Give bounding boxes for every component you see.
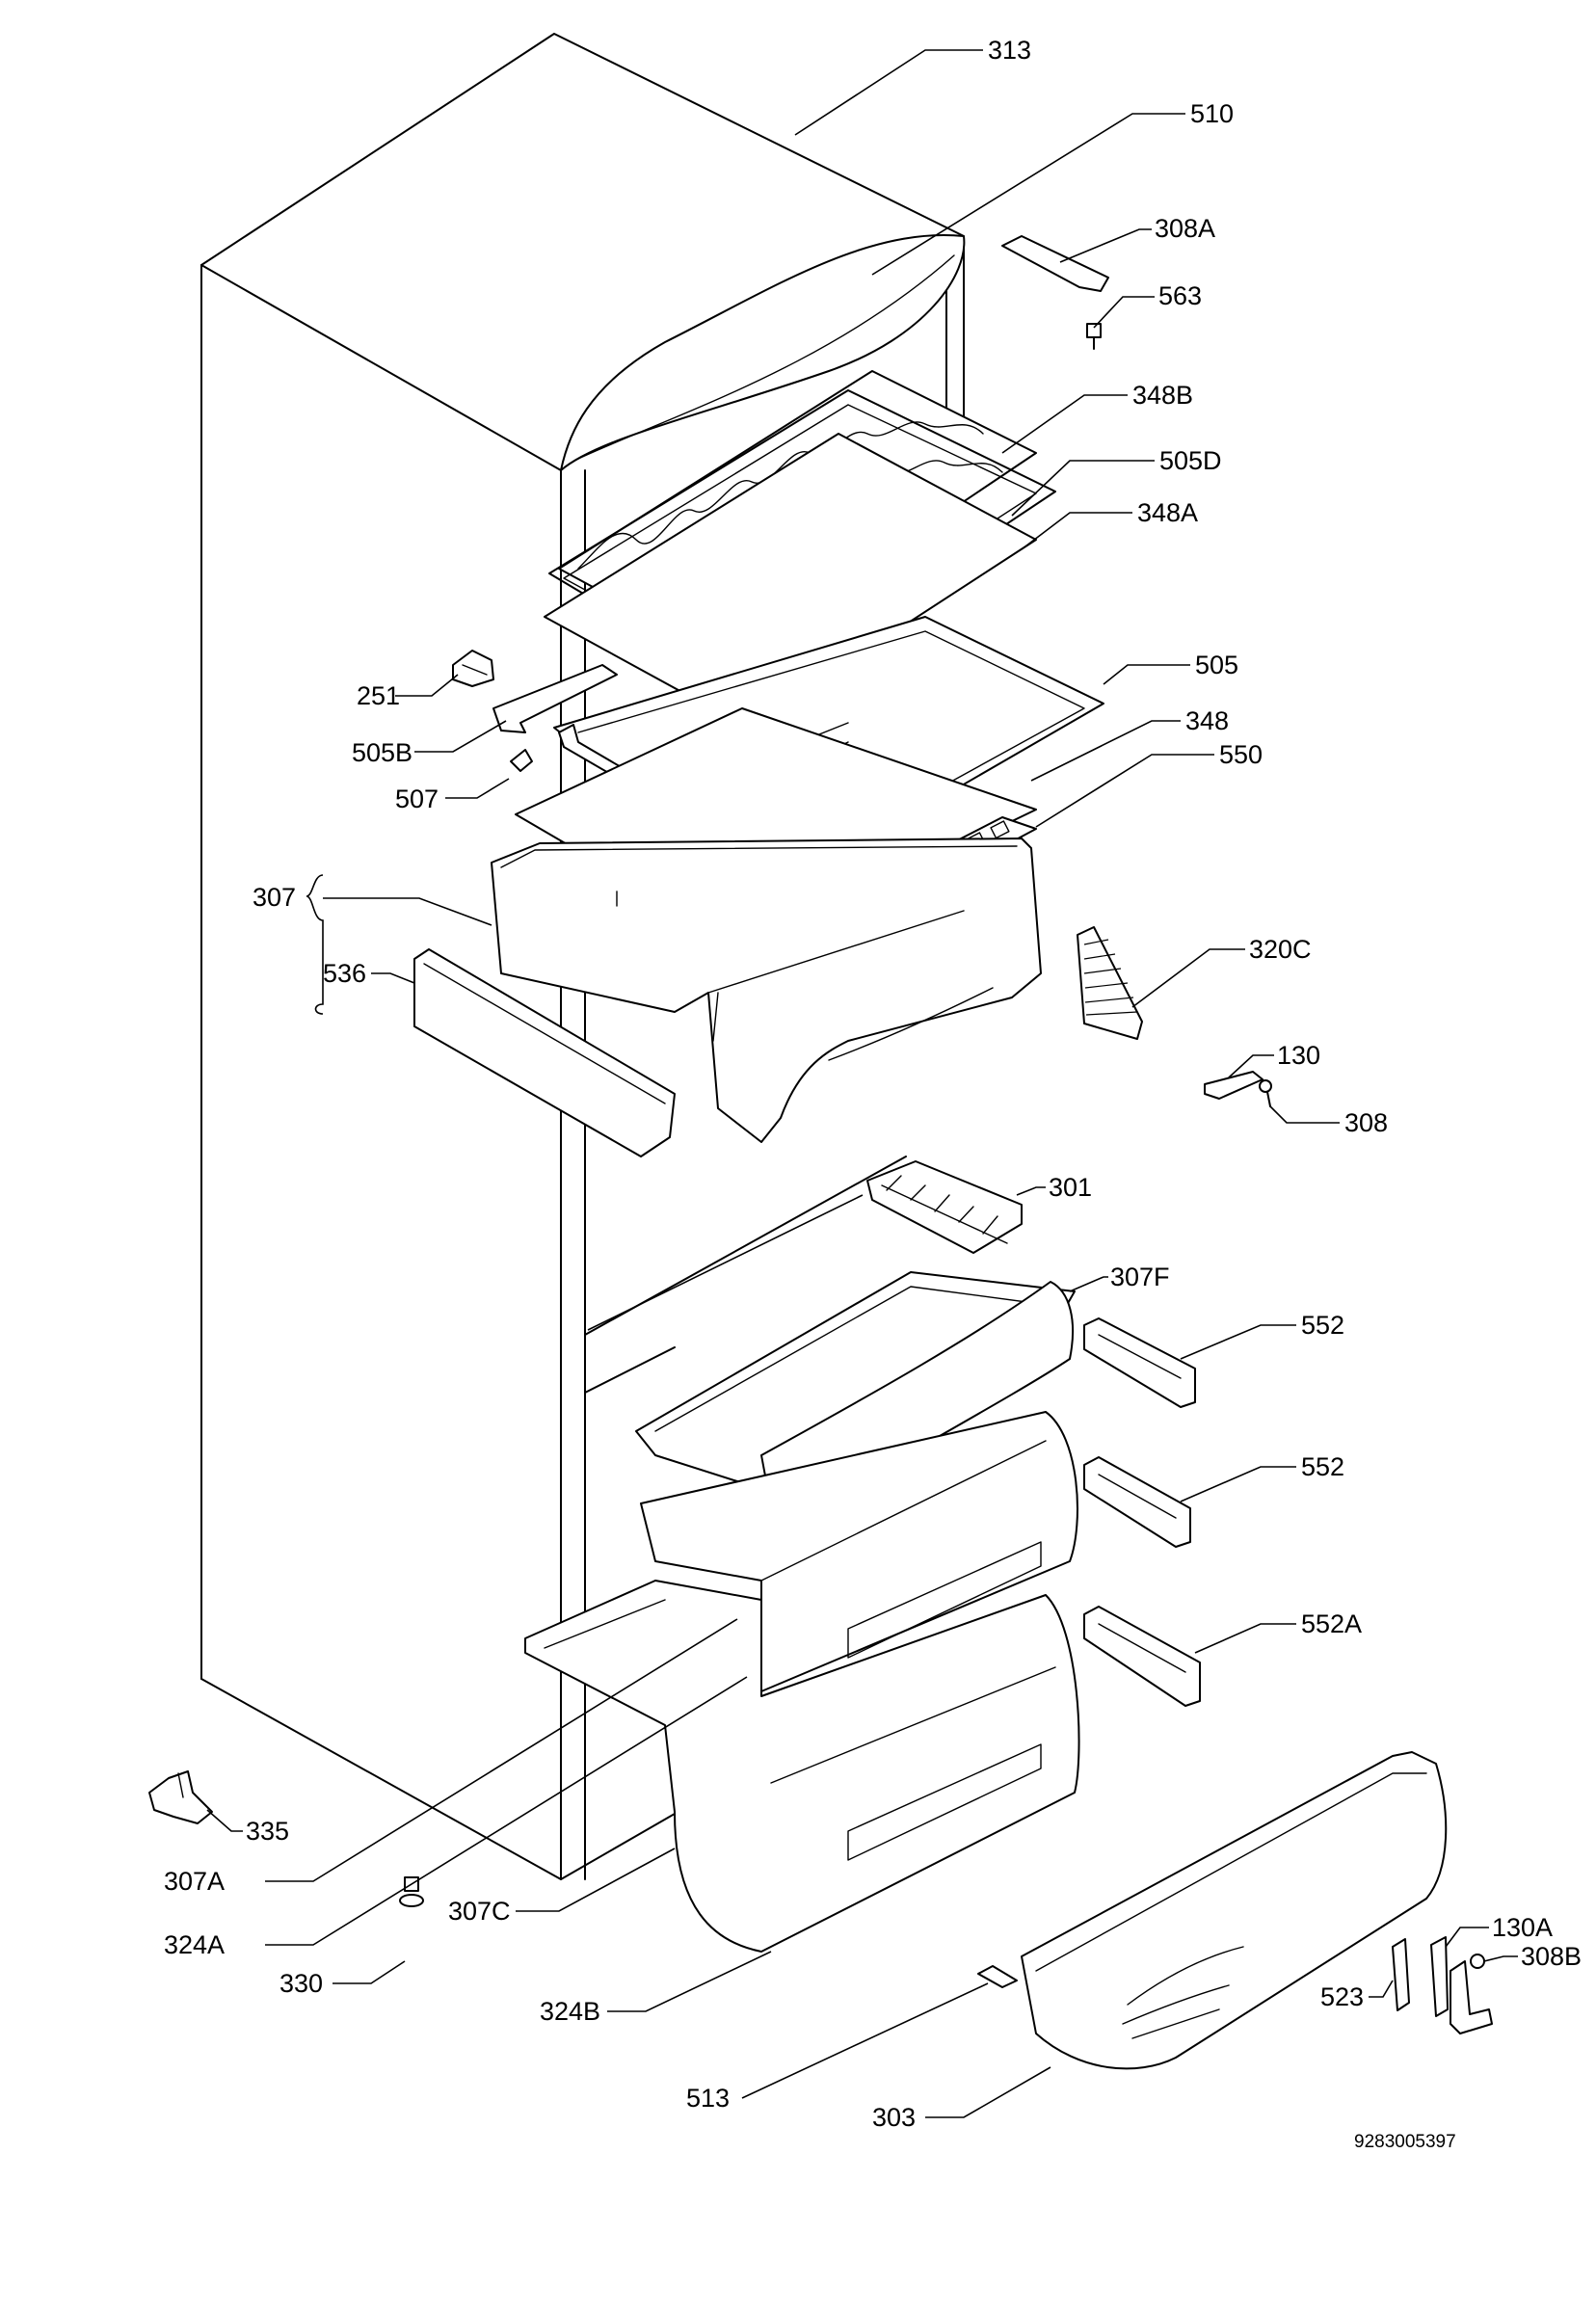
- foot-335: [148, 1770, 213, 1824]
- label-505d: 505D: [1159, 446, 1222, 475]
- label-130a: 130A: [1492, 1913, 1553, 1942]
- label-536: 536: [323, 959, 366, 988]
- hinge-pin-308: [1259, 1079, 1272, 1107]
- leader-lines: [206, 49, 1518, 2118]
- clip-513: [977, 1965, 1018, 1988]
- label-308a: 308A: [1155, 214, 1215, 243]
- grille-320c: [1077, 926, 1143, 1040]
- label-348a: 348A: [1137, 498, 1198, 527]
- freezer-box-307: [491, 837, 1042, 1143]
- label-301: 301: [1049, 1173, 1092, 1202]
- label-313: 313: [988, 36, 1031, 65]
- label-324b: 324B: [540, 1997, 600, 2026]
- label-307f: 307F: [1110, 1263, 1170, 1291]
- rail-552-lower: [1083, 1456, 1191, 1548]
- label-320c: 320C: [1249, 935, 1312, 964]
- label-552a: 552A: [1301, 1609, 1362, 1638]
- label-130: 130: [1277, 1041, 1320, 1070]
- label-307: 307: [253, 883, 296, 912]
- label-513: 513: [686, 2084, 730, 2113]
- label-308b: 308B: [1521, 1942, 1582, 1971]
- label-307c: 307C: [448, 1897, 511, 1926]
- label-324a: 324A: [164, 1930, 225, 1959]
- label-348b: 348B: [1132, 381, 1193, 410]
- label-303: 303: [872, 2103, 916, 2132]
- flap-536: [413, 948, 676, 1157]
- screw-330: [399, 1876, 424, 1907]
- bracket-308b: [1450, 1954, 1493, 2034]
- label-505: 505: [1195, 651, 1238, 679]
- rail-552a: [1083, 1606, 1201, 1707]
- label-550: 550: [1219, 740, 1263, 769]
- clip-507: [510, 749, 533, 772]
- label-307a: 307A: [164, 1867, 225, 1896]
- label-330: 330: [279, 1969, 323, 1998]
- label-505b: 505B: [352, 738, 412, 767]
- rail-552-upper: [1083, 1317, 1196, 1408]
- drawer-307c: [524, 1580, 1080, 1953]
- part-labels: 313 510 308A 563 348B 505D 348A 251 505B…: [164, 36, 1582, 2152]
- drawer-307a: [640, 1411, 1078, 1692]
- label-308: 308: [1344, 1108, 1388, 1137]
- plate-523: [1392, 1938, 1410, 2011]
- ice-tray-301: [866, 1160, 1023, 1254]
- label-335: 335: [246, 1817, 289, 1846]
- rail-505b: [492, 664, 618, 733]
- clip-251: [452, 650, 494, 687]
- bracket-130a: [1430, 1936, 1449, 2017]
- label-251: 251: [357, 681, 400, 710]
- label-563: 563: [1158, 281, 1202, 310]
- label-552-lower: 552: [1301, 1452, 1344, 1481]
- hinge-130: [1204, 1071, 1264, 1100]
- document-number: 9283005397: [1354, 2132, 1456, 2152]
- label-510: 510: [1190, 99, 1234, 128]
- kickplate-303: [1021, 1751, 1448, 2070]
- screw-563: [1086, 323, 1102, 350]
- top-cover-510: [560, 234, 966, 471]
- label-552-upper: 552: [1301, 1311, 1344, 1340]
- label-507: 507: [395, 784, 439, 813]
- label-523: 523: [1320, 1982, 1364, 2011]
- hinge-plate-308a: [1001, 235, 1109, 292]
- label-348: 348: [1185, 706, 1229, 735]
